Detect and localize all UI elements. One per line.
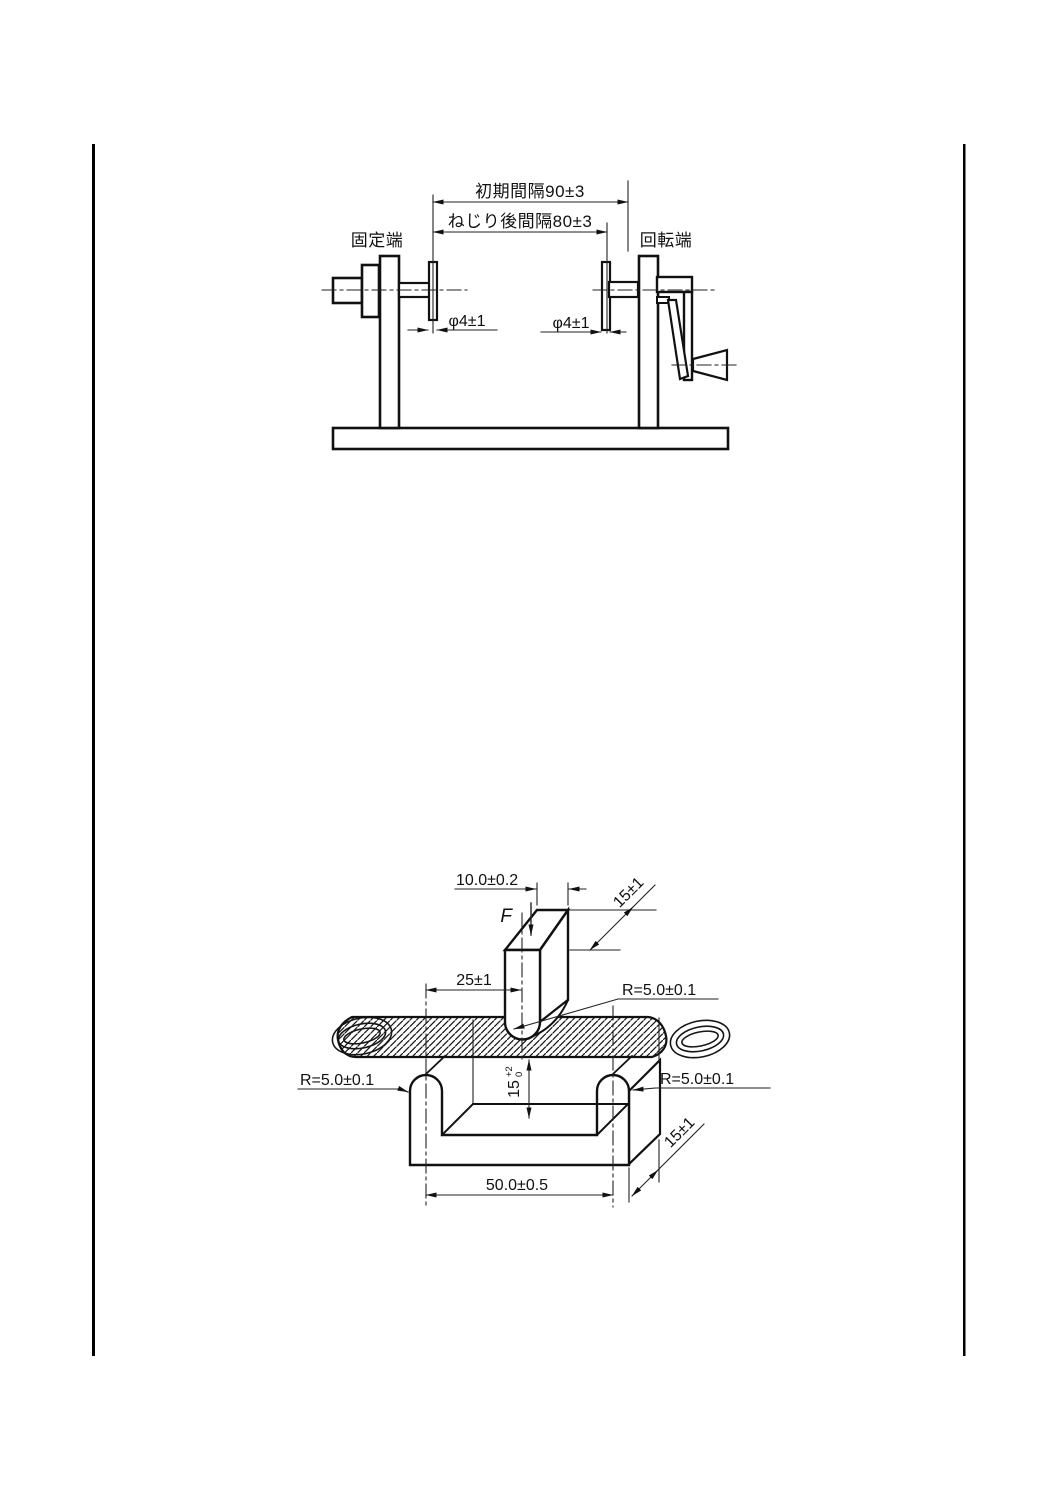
bend-reference-lines — [472, 1017, 660, 1105]
left-cell-border — [92, 144, 95, 1356]
right-post — [637, 254, 660, 430]
initial-gap-label: 初期間隔90±3 — [475, 182, 585, 201]
crank-bracket-plate — [682, 290, 694, 382]
indenter-depth-label: 15±1 — [610, 874, 647, 911]
indenter-offset-label: 25±1 — [456, 972, 492, 989]
wire-diameter-right-label: φ4±1 — [553, 315, 590, 332]
support-depth-dim-line — [631, 1169, 659, 1197]
indenter-radius-leader — [513, 998, 619, 1030]
support-block — [408, 1054, 662, 1167]
groove-depth-label: 15 +2 0 — [504, 1066, 525, 1098]
torsion-apparatus-body — [331, 254, 730, 451]
support-depth-dim-tail — [657, 1123, 705, 1171]
crank-arm — [666, 298, 690, 381]
crank-bracket-bar — [655, 275, 694, 294]
support-side-face — [627, 1057, 662, 1167]
left-support-radius-label: R=5.0±0.1 — [300, 1072, 374, 1089]
indenter-width-label: 10.0±0.2 — [456, 872, 518, 889]
wire-rope-specimen — [336, 1015, 668, 1059]
right-arm-back-edge — [611, 1054, 634, 1076]
torsion-centerlines — [321, 289, 741, 366]
base-plate — [331, 426, 730, 451]
specimen-right-loop — [669, 1019, 731, 1059]
groove-depth-value: 15 — [506, 1080, 523, 1098]
fixed-end-label: 固定端 — [351, 231, 404, 250]
torsion-test-figure: 初期間隔90±3 ねじり後間隔80±3 固定端 回転端 φ4±1 φ4±1 — [321, 180, 741, 451]
rotating-end-label: 回転端 — [640, 231, 693, 250]
bend-test-figure: 10.0±0.2 F 15±1 25±1 R=5.0±0.1 R=5.0±0.1… — [297, 872, 771, 1208]
support-centerlines — [425, 983, 614, 1208]
support-depth-label: 15±1 — [661, 1114, 698, 1151]
left-support-radius-leader — [397, 1085, 409, 1093]
left-post — [378, 254, 401, 430]
wire-diameter-left-label: φ4±1 — [449, 313, 486, 330]
indenter-depth-dim-tail — [632, 884, 656, 908]
support-back-edges — [424, 1054, 634, 1076]
right-support-radius-leader — [632, 1086, 657, 1092]
indenter-depth-dim-line — [589, 906, 634, 951]
torsion-dimensions — [407, 180, 629, 335]
groove-depth-tol-upper: +2 — [504, 1066, 515, 1077]
fixed-end-flange — [360, 263, 381, 319]
groove-floor-edge — [440, 1102, 475, 1137]
post-twist-gap-label: ねじり後間隔80±3 — [448, 212, 593, 231]
right-cell-border — [963, 144, 966, 1356]
left-arm-back-edge — [424, 1054, 447, 1076]
indenter-radius-label: R=5.0±0.1 — [622, 982, 696, 999]
groove-depth-tol-lower: 0 — [514, 1072, 525, 1077]
right-support-radius-label: R=5.0±0.1 — [660, 1071, 734, 1088]
indenter — [502, 906, 571, 1063]
support-span-label: 50.0±0.5 — [486, 1177, 548, 1194]
force-label: F — [500, 906, 513, 927]
bend-dimensions — [297, 882, 771, 1203]
